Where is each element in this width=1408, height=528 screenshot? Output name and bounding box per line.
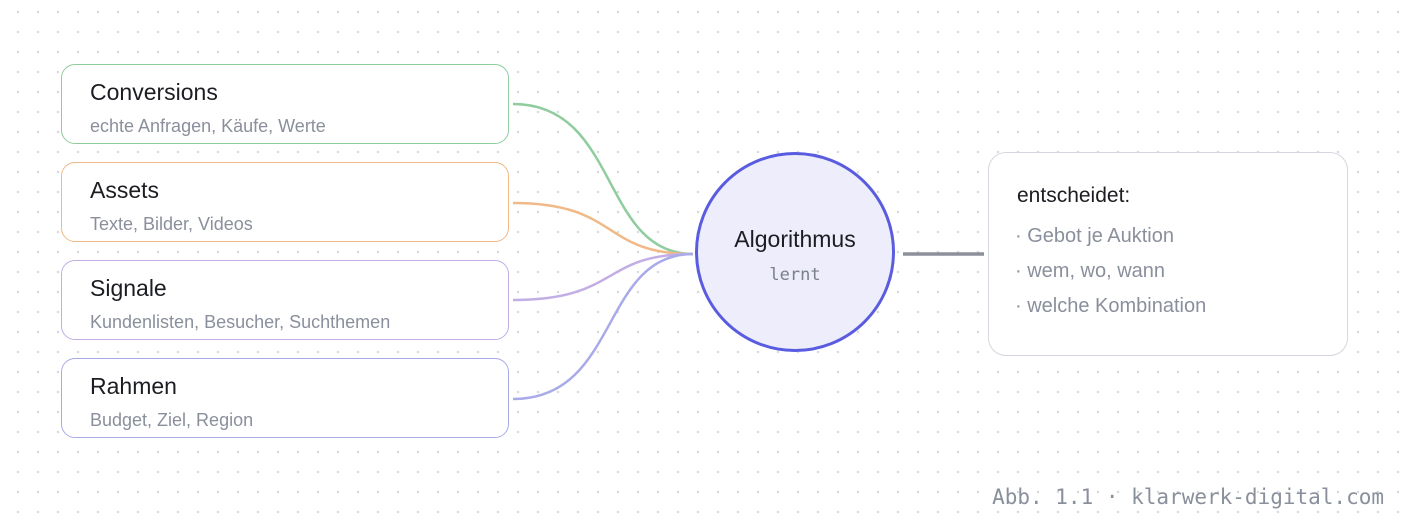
input-box-rahmen: Rahmen Budget, Ziel, Region: [61, 358, 509, 438]
decision-item: · Gebot je Auktion: [1015, 225, 1174, 247]
input-box-conversions: Conversions echte Anfragen, Käufe, Werte: [61, 64, 509, 144]
input-subtitle: Texte, Bilder, Videos: [90, 214, 253, 234]
input-subtitle: Kundenlisten, Besucher, Suchthemen: [90, 312, 391, 332]
algorithm-subtitle: lernt: [769, 265, 821, 285]
connector-conversions: [512, 102, 694, 256]
input-subtitle: Budget, Ziel, Region: [90, 410, 254, 430]
decision-list: · Gebot je Auktion · wem, wo, wann · wel…: [1015, 224, 1206, 329]
input-subtitle: echte Anfragen, Käufe, Werte: [90, 116, 326, 136]
connector-signale: [512, 252, 694, 302]
decision-title: entscheidet:: [1017, 184, 1131, 207]
decision-item: · wem, wo, wann: [1015, 260, 1166, 282]
decision-item: · welche Kombination: [1015, 295, 1207, 317]
decision-box: entscheidet: · Gebot je Auktion · wem, w…: [988, 152, 1348, 356]
connector-rahmen: [512, 252, 694, 401]
input-box-assets: Assets Texte, Bilder, Videos: [61, 162, 509, 242]
figure-caption: Abb. 1.1 · klarwerk-digital.com: [992, 485, 1384, 509]
connector-assets: [512, 201, 694, 256]
input-title: Assets: [90, 177, 160, 203]
input-title: Signale: [90, 275, 167, 301]
input-box-signale: Signale Kundenlisten, Besucher, Suchthem…: [61, 260, 509, 340]
input-title: Rahmen: [90, 373, 177, 399]
algorithm-node: Algorithmus lernt: [695, 152, 895, 352]
input-title: Conversions: [90, 79, 218, 105]
algorithm-title: Algorithmus: [734, 226, 856, 252]
